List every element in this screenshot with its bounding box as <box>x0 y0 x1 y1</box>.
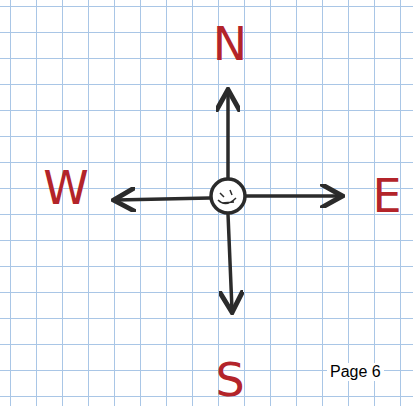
west-label: W <box>43 165 88 211</box>
east-arrow <box>246 194 340 198</box>
west-arrow <box>116 198 210 200</box>
south-arrow <box>228 214 232 310</box>
south-label: S <box>215 357 244 403</box>
east-label: E <box>372 173 401 219</box>
north-arrow <box>226 92 230 178</box>
north-label: N <box>213 21 247 67</box>
center-scribble <box>218 190 236 204</box>
page-number: Page 6 <box>327 363 384 381</box>
center-circle <box>211 179 245 213</box>
